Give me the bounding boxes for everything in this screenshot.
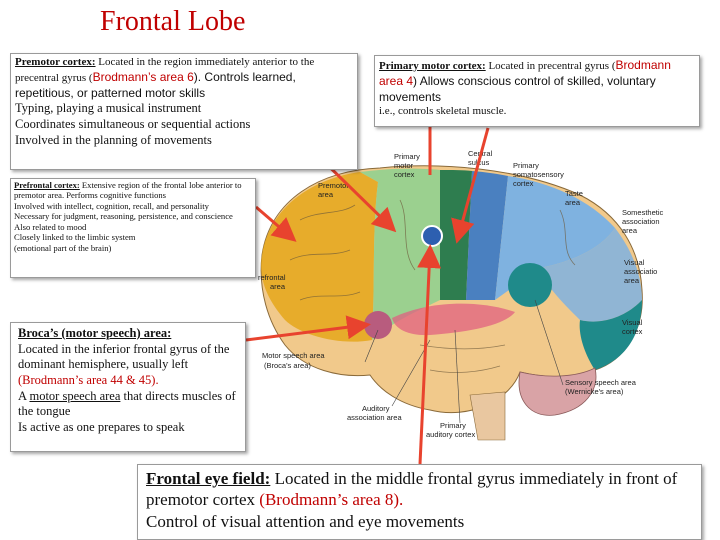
label-auditory-association-2: association area [347, 413, 402, 422]
label-primary-auditory: Primary [440, 421, 466, 430]
label-visual-association-3: area [624, 276, 640, 285]
label-primary-auditory-2: auditory cortex [426, 430, 475, 439]
prefrontal-line-4: Also related to mood [14, 222, 252, 232]
label-somesthetic: Somesthetic [622, 208, 664, 217]
premotor-bullet-3: Involved in the planning of movements [15, 133, 353, 149]
label-primary-motor-3: cortex [394, 170, 415, 179]
label-taste: Taste [565, 189, 583, 198]
broca-line-3a: A [18, 389, 29, 403]
label-visual-cortex-2: cortex [622, 327, 643, 336]
premotor-area: Brodmann’s area 6 [93, 70, 194, 84]
broca-area-ref: (Brodmann’s area 44 & 45). [18, 373, 238, 389]
label-primary-somatosensory-2: somatosensory [513, 170, 564, 179]
label-taste-2: area [565, 198, 581, 207]
label-motor-speech-2: (Broca's area) [264, 361, 311, 370]
premotor-bullet-2: Coordinates simultaneous or sequential a… [15, 117, 353, 133]
primary-bullet-1: i.e., controls skeletal muscle. [379, 105, 695, 119]
label-prefrontal: refrontal [258, 273, 286, 282]
label-prefrontal-2: area [270, 282, 286, 291]
broca-region [364, 311, 392, 339]
frontal-eye-field-marker [422, 226, 442, 246]
wernicke-region [508, 263, 552, 307]
primary-heading: Primary motor cortex: [379, 60, 486, 72]
label-sensory-speech-2: (Wernicke's area) [565, 387, 624, 396]
frontaleye-line-2: Control of visual attention and eye move… [146, 511, 693, 532]
prefrontal-line-2: Involved with intellect, cognition, reca… [14, 201, 252, 211]
primary-motor-cortex-box: Primary motor cortex: Located in precent… [374, 55, 700, 127]
label-visual-association: Visual [624, 258, 645, 267]
prefrontal-line-3: Necessary for judgment, reasoning, persi… [14, 211, 252, 221]
label-visual-cortex: Visual [622, 318, 643, 327]
broca-area-box: Broca’s (motor speech) area: Located in … [10, 322, 246, 452]
frontaleye-heading: Frontal eye field: [146, 469, 270, 488]
broca-text: Located in the inferior frontal gyrus of… [18, 342, 229, 372]
brain-stem [470, 392, 505, 440]
label-auditory-association: Auditory [362, 404, 390, 413]
broca-heading: Broca’s (motor speech) area: [18, 326, 238, 342]
label-primary-somatosensory: Primary [513, 161, 539, 170]
frontaleye-area: (Brodmann’s area 8). [259, 490, 403, 509]
label-visual-association-2: associatio [624, 267, 657, 276]
label-primary-motor: Primary [394, 152, 420, 161]
prefrontal-heading: Prefrontal cortex: [14, 180, 80, 190]
premotor-cortex-box: Premotor cortex: Located in the region i… [10, 53, 358, 170]
label-sensory-speech: Sensory speech area [565, 378, 637, 387]
frontal-eye-field-box: Frontal eye field: Located in the middle… [137, 464, 702, 540]
label-motor-speech: Motor speech area [262, 351, 325, 360]
premotor-heading: Premotor cortex: [15, 56, 96, 68]
prefrontal-line-6: (emotional part of the brain) [14, 243, 252, 253]
primary-text-2: ) Allows conscious control of skilled, v… [379, 74, 656, 104]
label-somesthetic-2: association [622, 217, 660, 226]
premotor-bullet-1: Typing, playing a musical instrument [15, 101, 353, 117]
broca-line-4: Is active as one prepares to speak [18, 420, 238, 436]
label-premotor-2: area [318, 190, 334, 199]
broca-line-3u: motor speech area [29, 389, 120, 403]
label-primary-somatosensory-3: cortex [513, 179, 534, 188]
primary-text: Located in precentral gyrus ( [486, 60, 616, 72]
prefrontal-cortex-box: Prefrontal cortex: Extensive region of t… [10, 178, 256, 278]
label-somesthetic-3: area [622, 226, 638, 235]
prefrontal-line-5: Closely linked to the limbic system [14, 232, 252, 242]
label-primary-motor-2: motor [394, 161, 414, 170]
